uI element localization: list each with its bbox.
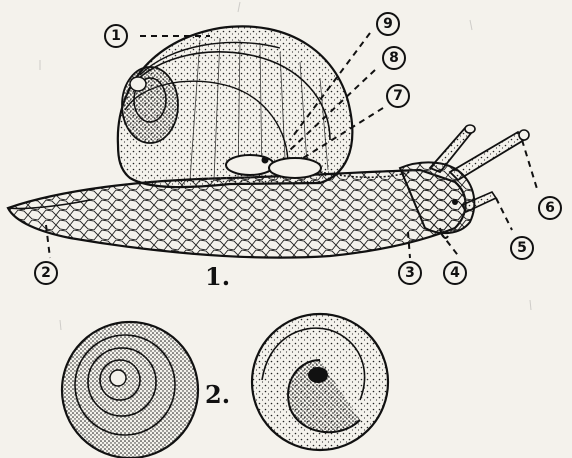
callout-9: 9 [376,12,400,36]
callout-8: 8 [382,46,406,70]
callout-6: 6 [538,196,562,220]
figure-2-label: 2. [205,380,230,409]
shell-top-view [62,322,198,458]
callout-7: 7 [386,84,410,108]
shell-bottom-view [252,314,388,450]
callout-3: 3 [398,261,422,285]
callout-2: 2 [34,261,58,285]
callout-1: 1 [104,24,128,48]
callout-4: 4 [443,261,467,285]
callout-5: 5 [510,236,534,260]
figure-1-label: 1. [205,262,230,291]
